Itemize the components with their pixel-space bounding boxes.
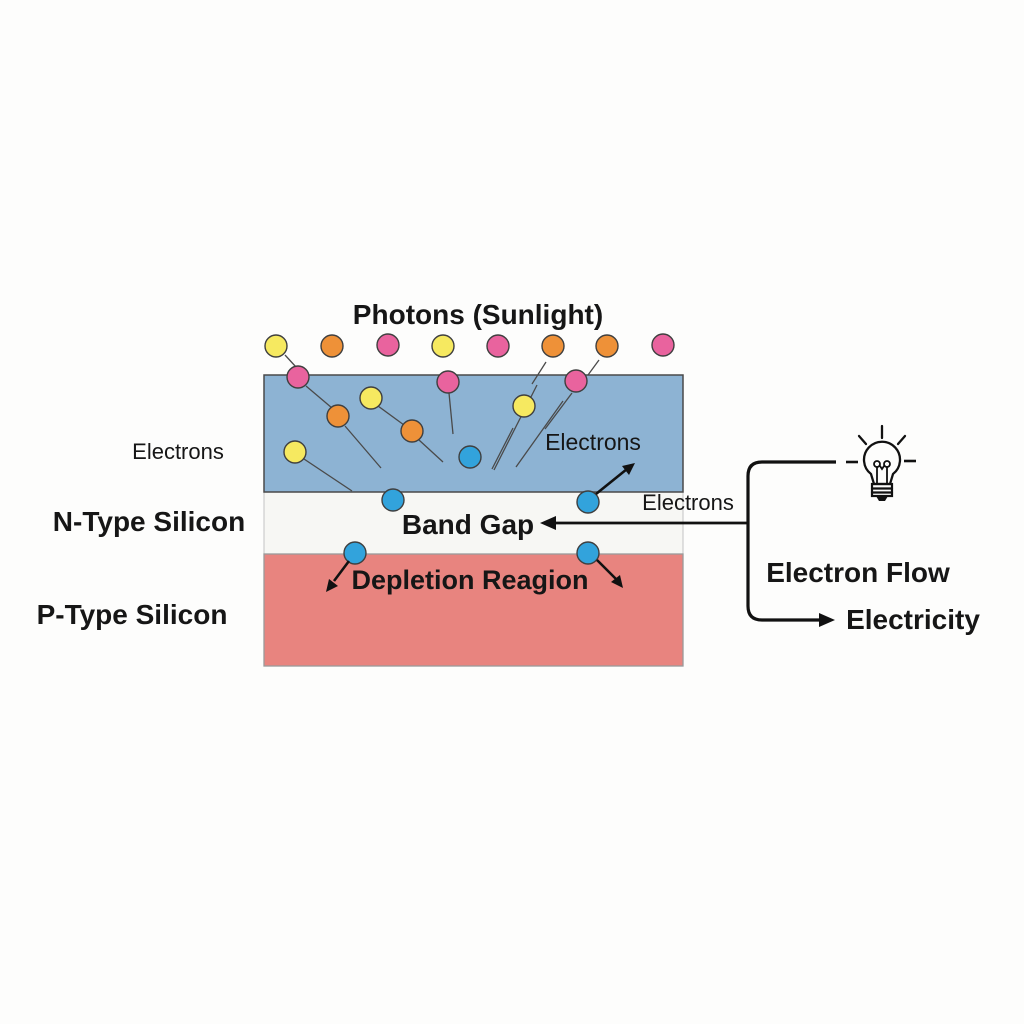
electron-dot: [576, 541, 600, 565]
n-type-layer-rect: [263, 374, 684, 493]
photon-dots: [264, 333, 675, 565]
circuit: [746, 459, 916, 627]
electron-dot: [576, 490, 600, 514]
photon-trajectory-line: [544, 392, 573, 430]
electrons-inside-label: Electrons: [545, 429, 641, 455]
photon-trajectory-line: [531, 361, 547, 385]
bulb-filament-loop-right: [883, 460, 891, 468]
photon-dot: [283, 440, 307, 464]
bulb-filament-legs: [876, 466, 888, 484]
depletion-region-label: Depletion Reagion: [351, 565, 589, 595]
bulb-base: [870, 482, 894, 498]
photon-dot: [264, 334, 288, 358]
photon-dot: [431, 334, 455, 358]
bulb-filament-dip: [879, 465, 885, 471]
electricity-arrowhead: [819, 613, 835, 627]
bulb-glass: [862, 440, 902, 486]
electrons-right-label: Electrons: [642, 490, 734, 515]
photon-dot: [326, 404, 350, 428]
diagram-title: Photons (Sunlight): [352, 299, 604, 330]
photon-dot: [541, 334, 565, 358]
electron-arrowhead-down-right: [611, 575, 623, 588]
electron-arrow-up-right: [595, 467, 628, 496]
bulb-tip: [876, 496, 888, 501]
photon-dot: [436, 370, 460, 394]
photon-dot: [376, 333, 400, 357]
photon-dot: [359, 386, 383, 410]
photon-dot: [400, 419, 424, 443]
photon-dot: [595, 334, 619, 358]
photon-trajectory-line: [344, 425, 382, 469]
circuit-wire: [746, 460, 836, 622]
bulb-ray-right: [896, 434, 907, 446]
photon-dot: [651, 333, 675, 357]
light-bulb-icon: [857, 424, 907, 501]
n-type-silicon-label: N-Type Silicon: [52, 506, 246, 537]
electron-arrow-down-left: [332, 560, 351, 582]
photon-trajectory-line: [284, 354, 297, 368]
photon-trajectory-line: [303, 458, 353, 492]
electron-dot: [381, 488, 405, 512]
electron-dot: [458, 445, 482, 469]
photon-dot: [320, 334, 344, 358]
photon-trajectory-line: [491, 427, 514, 470]
electron-arrows: [326, 463, 635, 592]
photon-trajectory-line: [515, 400, 564, 468]
photon-dot: [564, 369, 588, 393]
band-gap-arrow: [540, 516, 748, 530]
electron-dot: [343, 541, 367, 565]
photon-dot: [512, 394, 536, 418]
band-gap-arrowhead: [540, 516, 556, 530]
electrons-left-label: Electrons: [132, 439, 224, 464]
bulb-ray-left: [857, 434, 868, 446]
photon-trajectory-line: [377, 405, 405, 426]
silicon-layers: [263, 374, 684, 667]
electricity-label: Electricity: [846, 604, 980, 635]
photon-dot: [286, 365, 310, 389]
band-gap-label: Band Gap: [401, 509, 535, 540]
p-type-silicon-label: P-Type Silicon: [36, 599, 228, 630]
electron-arrow-down-right: [596, 559, 618, 581]
photon-dot: [486, 334, 510, 358]
photon-trajectory-line: [587, 359, 600, 376]
electron-arrowhead-up-right: [622, 463, 635, 475]
bulb-filament-loop-left: [873, 460, 881, 468]
electron-arrowhead-down-left: [326, 579, 338, 592]
photon-trajectory-line: [418, 439, 444, 463]
p-type-layer-rect: [263, 553, 684, 667]
photon-trajectory-line: [448, 392, 454, 435]
photon-trajectory-line: [305, 385, 333, 409]
electron-flow-label: Electron Flow: [766, 557, 950, 588]
